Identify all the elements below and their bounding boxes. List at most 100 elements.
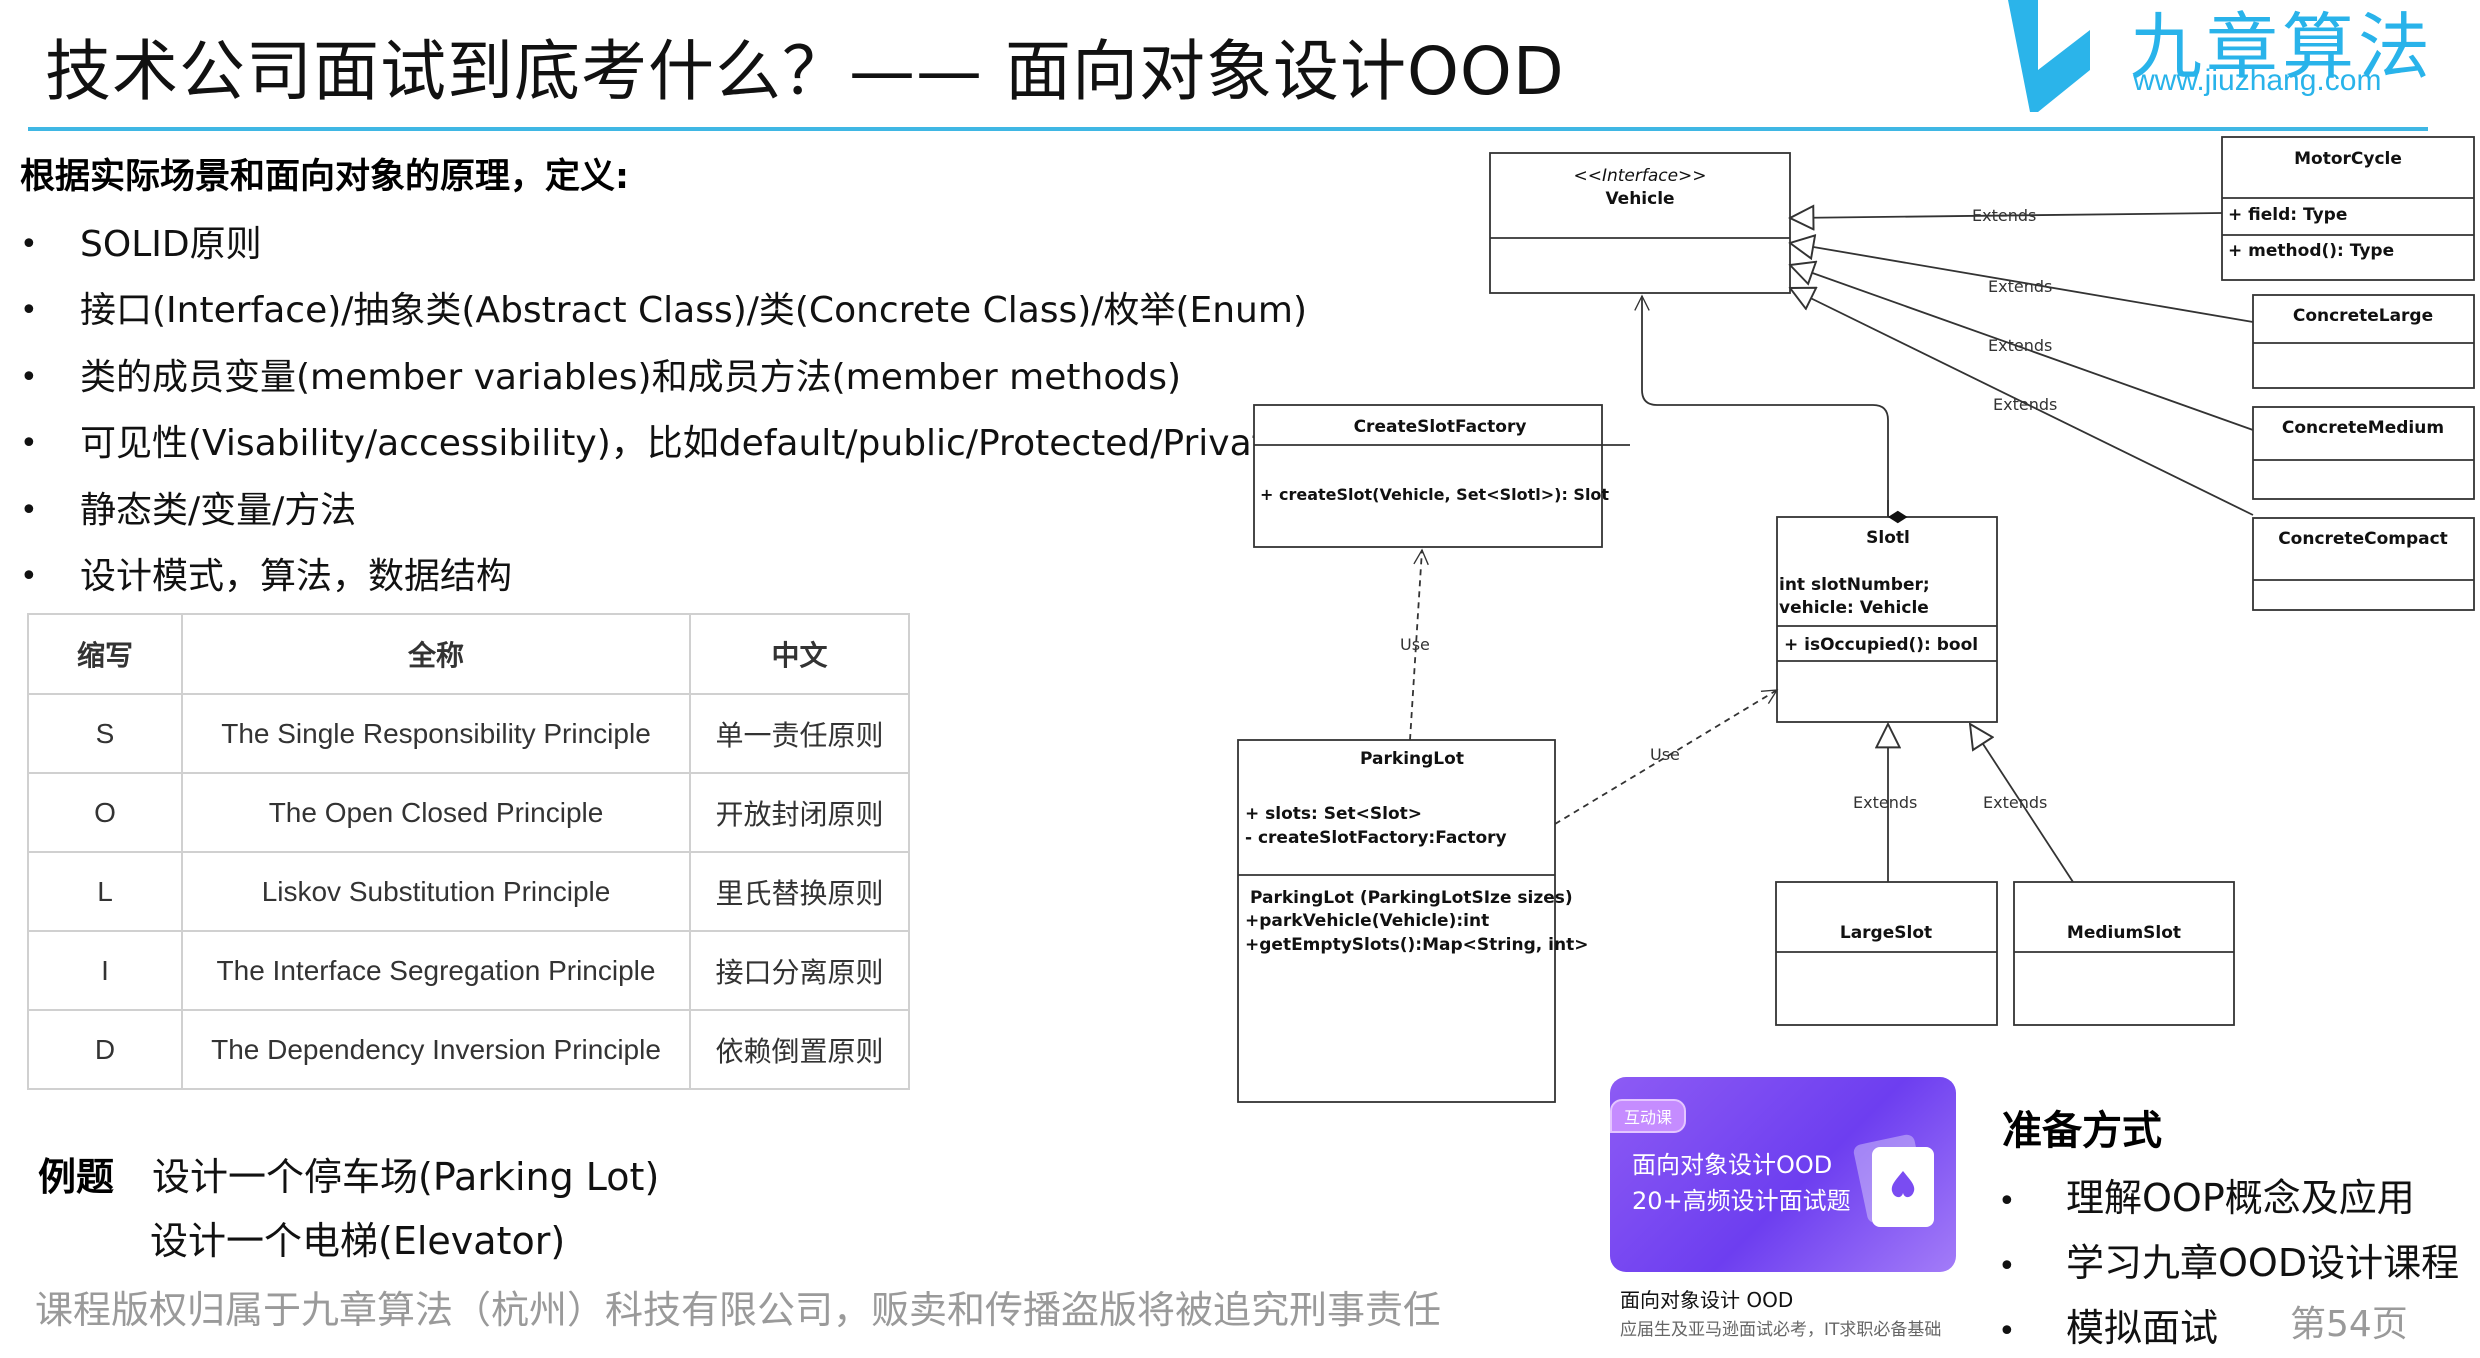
bullet-icon	[20, 290, 80, 331]
table-cell: Liskov Substitution Principle	[181, 851, 691, 932]
logo-url: www.jiuzhang.com	[2133, 64, 2382, 97]
bullet-icon	[20, 357, 80, 398]
table-row: O The Open Closed Principle 开放封闭原则	[27, 772, 910, 853]
bullet-icon	[1998, 1306, 2066, 1350]
course-name: 面向对象设计 OOD	[1620, 1288, 1794, 1312]
table-cell: The Dependency Inversion Principle	[181, 1009, 691, 1090]
course-card[interactable]: 互动课 面向对象设计OOD 20+高频设计面试题	[1610, 1077, 1956, 1272]
motorcycle-attr: + field: Type	[2228, 205, 2347, 225]
table-cell: 接口分离原则	[689, 930, 910, 1011]
course-description: 应届生及亚马逊面试必考，IT求职必备基础	[1620, 1320, 1942, 1340]
bullet-text: 静态类/变量/方法	[80, 490, 357, 531]
table-cell: I	[27, 930, 183, 1011]
intro-text: 根据实际场景和面向对象的原理，定义:	[20, 157, 629, 197]
motorcycle-method: + method(): Type	[2228, 241, 2394, 261]
bullet-icon	[20, 556, 80, 597]
bullet-icon	[20, 224, 80, 265]
vehicle-stereotype: <<Interface>>	[1573, 166, 1706, 186]
prep-item-text: 学习九章OOD设计课程	[2066, 1241, 2460, 1285]
table-header-row: 缩写 全称 中文	[27, 613, 910, 695]
uml-diagram: <<Interface>> Vehicle MotorCycle + field…	[1237, 136, 2475, 1103]
prep-item-text: 模拟面试	[2066, 1306, 2219, 1350]
example-item: 设计一个电梯(Elevator)	[150, 1219, 566, 1263]
bullet-text: 可见性(Visability/accessibility)，比如default/…	[80, 423, 1288, 464]
slot-attr: vehicle: Vehicle	[1779, 598, 1929, 618]
solid-table: 缩写 全称 中文 S The Single Responsibility Pri…	[27, 613, 910, 1090]
table-cell: O	[27, 772, 183, 853]
logo-text: 九章算法	[2130, 5, 2435, 89]
example-label: 例题	[38, 1155, 115, 1199]
bullet-icon	[1998, 1176, 2066, 1220]
table-cell: The Open Closed Principle	[181, 772, 691, 853]
table-cell: 依赖倒置原则	[689, 1009, 910, 1090]
cards-icon	[1853, 1134, 1934, 1227]
bullet-item: 静态类/变量/方法	[20, 481, 356, 533]
vehicle-class-name: Vehicle	[1605, 189, 1674, 209]
concrete-medium-name: ConcreteMedium	[2282, 418, 2444, 438]
bullet-item: 接口(Interface)/抽象类(Abstract Class)/类(Conc…	[20, 281, 1307, 333]
table-row: D The Dependency Inversion Principle 依赖倒…	[27, 1009, 910, 1090]
parkinglot-attr: - createSlotFactory:Factory	[1245, 828, 1507, 848]
table-cell: The Single Responsibility Principle	[181, 693, 691, 774]
parkinglot-attr: + slots: Set<Slot>	[1245, 804, 1422, 824]
bullet-text: 接口(Interface)/抽象类(Abstract Class)/类(Conc…	[80, 290, 1307, 331]
extends-label: Extends	[1972, 206, 2036, 225]
parkinglot-method: +getEmptySlots():Map<String, int>	[1245, 935, 1588, 955]
parkinglot-method: ParkingLot (ParkingLotSIze sizes)	[1250, 888, 1573, 908]
bullet-text: 设计模式，算法，数据结构	[80, 556, 513, 597]
table-row: I The Interface Segregation Principle 接口…	[27, 930, 910, 1011]
bullet-icon	[20, 423, 80, 464]
prep-item: 学习九章OOD设计课程	[1998, 1232, 2459, 1287]
concrete-compact-name: ConcreteCompact	[2278, 529, 2448, 549]
bullet-item: 可见性(Visability/accessibility)，比如default/…	[20, 414, 1288, 466]
bullet-icon	[20, 490, 80, 531]
factory-method: + createSlot(Vehicle, Set<Slotl>): Slot	[1260, 485, 1609, 504]
parkinglot-method: +parkVehicle(Vehicle):int	[1245, 911, 1489, 931]
extends-label: Extends	[1983, 793, 2047, 812]
parkinglot-class-name: ParkingLot	[1360, 749, 1464, 769]
concrete-large-name: ConcreteLarge	[2293, 306, 2433, 326]
table-cell: D	[27, 1009, 183, 1090]
copyright-notice: 课程版权归属于九章算法（杭州）科技有限公司，贩卖和传播盗版将被追究刑事责任	[35, 1288, 1442, 1332]
bullet-item: 设计模式，算法，数据结构	[20, 547, 512, 599]
slot-method: + isOccupied(): bool	[1784, 635, 1978, 655]
extends-label: Extends	[1993, 395, 2057, 414]
prep-title: 准备方式	[2002, 1108, 2162, 1154]
prep-item-text: 理解OOP概念及应用	[2066, 1176, 2415, 1220]
table-cell: 里氏替换原则	[689, 851, 910, 932]
table-cell: L	[27, 851, 183, 932]
extends-label: Extends	[1853, 793, 1917, 812]
table-header: 全称	[181, 613, 691, 695]
jiuzhang-logo-icon	[2008, 0, 2090, 112]
bullet-item: SOLID原则	[20, 215, 262, 267]
slot-class-name: Slotl	[1866, 528, 1910, 548]
table-cell: 开放封闭原则	[689, 772, 910, 853]
table-header: 缩写	[27, 613, 183, 695]
table-header: 中文	[689, 613, 910, 695]
bullet-text: SOLID原则	[80, 224, 262, 265]
slot-attr: int slotNumber;	[1779, 575, 1930, 595]
factory-class-name: CreateSlotFactory	[1354, 417, 1527, 437]
table-cell: 单一责任原则	[689, 693, 910, 774]
mediumslot-class-name: MediumSlot	[2067, 923, 2181, 943]
bullet-icon	[1998, 1241, 2066, 1285]
header-divider	[28, 127, 2428, 131]
table-row: L Liskov Substitution Principle 里氏替换原则	[27, 851, 910, 932]
table-cell: S	[27, 693, 183, 774]
bullet-text: 类的成员变量(member variables)和成员方法(member met…	[80, 357, 1182, 398]
example-item: 设计一个停车场(Parking Lot)	[152, 1155, 660, 1199]
course-card-subtitle: 20+高频设计面试题	[1632, 1187, 1851, 1215]
use-label: Use	[1400, 635, 1430, 654]
extends-label: Extends	[1988, 336, 2052, 355]
course-card-title: 面向对象设计OOD	[1632, 1151, 1833, 1179]
table-cell: The Interface Segregation Principle	[181, 930, 691, 1011]
prep-item: 模拟面试	[1998, 1297, 2218, 1352]
extends-label: Extends	[1988, 277, 2052, 296]
largeslot-class-name: LargeSlot	[1840, 923, 1932, 943]
use-label: Use	[1650, 745, 1680, 764]
page-number: 第54页	[2290, 1304, 2408, 1345]
bullet-item: 类的成员变量(member variables)和成员方法(member met…	[20, 348, 1181, 400]
jiuzhang-logo	[1990, 0, 2460, 120]
course-badge: 互动课	[1610, 1099, 1687, 1133]
table-row: S The Single Responsibility Principle 单一…	[27, 693, 910, 774]
